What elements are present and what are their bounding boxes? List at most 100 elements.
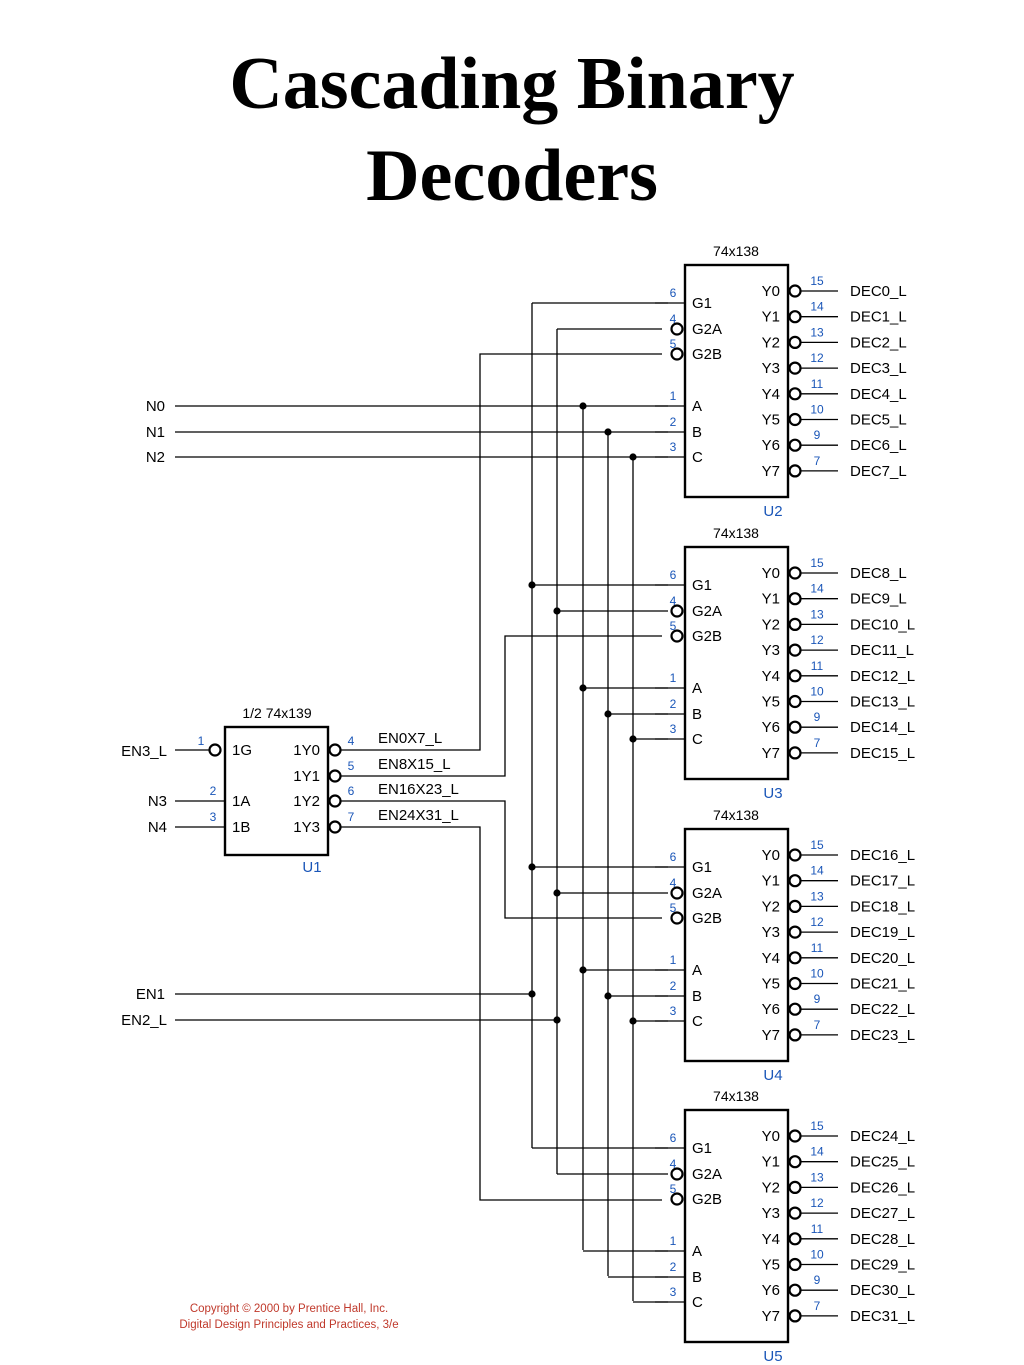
output-pin-number: 7 bbox=[814, 454, 821, 468]
output-bubble bbox=[788, 720, 802, 734]
output-pin-number: 12 bbox=[810, 1196, 824, 1210]
output-pin-number: 15 bbox=[810, 1119, 824, 1133]
pin-number: 1 bbox=[670, 1234, 677, 1248]
output-pin-number: 15 bbox=[810, 274, 824, 288]
output-bubble bbox=[788, 643, 802, 657]
output-bubble bbox=[788, 976, 802, 991]
wire-en0x7 bbox=[341, 353, 662, 751]
output-signal-label: DEC29_L bbox=[850, 1257, 915, 1274]
u1-pin-label: 1G bbox=[232, 742, 252, 759]
output-pin-label: Y6 bbox=[762, 719, 780, 736]
pin-number: 5 bbox=[670, 337, 677, 351]
pin-label: G1 bbox=[692, 295, 712, 312]
output-signal-label: DEC27_L bbox=[850, 1205, 915, 1222]
decoder-u3: 74x138U36G14G2A5G2B1A2B3CY015DEC8_LY114D… bbox=[532, 525, 915, 802]
output-pin-label: Y5 bbox=[762, 412, 780, 429]
input-bubble bbox=[670, 1167, 684, 1181]
output-signal-label: DEC14_L bbox=[850, 719, 915, 736]
decoder-body bbox=[683, 1108, 790, 1344]
output-signal-label: DEC2_L bbox=[850, 334, 907, 351]
input-label-en1: EN1 bbox=[136, 986, 165, 1003]
output-pin-label: Y0 bbox=[762, 1128, 780, 1145]
input-label-n2: N2 bbox=[146, 449, 165, 466]
output-signal-label: DEC1_L bbox=[850, 309, 907, 326]
input-label-n3: N3 bbox=[148, 793, 167, 810]
output-pin-number: 11 bbox=[811, 941, 824, 955]
output-pin-number: 7 bbox=[814, 1299, 821, 1313]
output-pin-label: Y2 bbox=[762, 898, 780, 915]
output-bubble bbox=[788, 1129, 802, 1143]
output-pin-label: Y2 bbox=[762, 1179, 780, 1196]
pin-label: G2B bbox=[692, 346, 722, 363]
output-pin-label: Y5 bbox=[762, 1257, 780, 1274]
u1-output-en0x7: EN0X7_L bbox=[378, 730, 442, 747]
output-pin-label: Y4 bbox=[762, 1231, 780, 1248]
junction-dot bbox=[579, 402, 587, 410]
output-pin-number: 11 bbox=[811, 1222, 824, 1236]
decoder-u2: 74x138U26G14G2A5G2B1A2B3CY015DEC0_LY114D… bbox=[655, 243, 907, 520]
pin-number: 5 bbox=[670, 901, 677, 915]
pin-label: G1 bbox=[692, 859, 712, 876]
output-pin-number: 9 bbox=[814, 1273, 821, 1287]
pin-number: 2 bbox=[670, 1260, 677, 1274]
u1-ref: U1 bbox=[302, 859, 321, 876]
decoder-u4: 74x138U46G14G2A5G2B1A2B3CY015DEC16_LY114… bbox=[532, 807, 915, 1084]
pin-number: 2 bbox=[670, 697, 677, 711]
output-bubble bbox=[788, 617, 802, 632]
output-pin-number: 10 bbox=[810, 403, 824, 417]
output-bubble bbox=[788, 387, 802, 401]
pin-number: 3 bbox=[670, 722, 677, 736]
wire-en16x23 bbox=[341, 800, 662, 919]
output-pin-number: 10 bbox=[810, 967, 824, 981]
output-pin-label: Y6 bbox=[762, 1282, 780, 1299]
pin-label: G1 bbox=[692, 1140, 712, 1157]
decoder-body bbox=[683, 827, 790, 1063]
pin-label: G2B bbox=[692, 910, 722, 927]
output-signal-label: DEC17_L bbox=[850, 873, 915, 890]
output-pin-label: Y0 bbox=[762, 565, 780, 582]
output-bubble bbox=[788, 566, 802, 580]
pin-label: C bbox=[692, 449, 703, 466]
pin-label: A bbox=[692, 680, 702, 697]
junction-dot bbox=[553, 889, 561, 897]
u1-out-label: 1Y3 bbox=[293, 819, 320, 836]
input-label-n4: N4 bbox=[148, 819, 167, 836]
output-pin-label: Y7 bbox=[762, 1308, 780, 1325]
u1-part-number: 1/2 74x139 bbox=[242, 705, 311, 721]
pin-number: 6 bbox=[670, 1131, 677, 1145]
u1-out-label: 1Y1 bbox=[293, 768, 320, 785]
output-signal-label: DEC26_L bbox=[850, 1179, 915, 1196]
page-title: Cascading Binary Decoders bbox=[0, 38, 1024, 222]
decoder-part-number: 74x138 bbox=[713, 243, 759, 259]
output-bubble bbox=[788, 464, 802, 478]
output-pin-label: Y4 bbox=[762, 950, 780, 967]
junction-dot bbox=[579, 966, 587, 974]
output-signal-label: DEC18_L bbox=[850, 898, 915, 915]
output-signal-label: DEC24_L bbox=[850, 1128, 915, 1145]
u1-pin-label: 1B bbox=[232, 819, 250, 836]
junction-dot bbox=[579, 684, 587, 692]
u1-output-en8x15: EN8X15_L bbox=[378, 756, 451, 773]
output-bubble bbox=[788, 746, 802, 760]
junction-dot bbox=[629, 1017, 637, 1025]
output-pin-number: 14 bbox=[810, 864, 824, 878]
pin-number: 6 bbox=[670, 568, 677, 582]
pin-number: 4 bbox=[670, 594, 677, 608]
output-pin-number: 12 bbox=[810, 915, 824, 929]
output-bubble bbox=[788, 848, 802, 862]
output-pin-number: 13 bbox=[810, 889, 824, 903]
pin-label: G2A bbox=[692, 321, 722, 338]
output-signal-label: DEC20_L bbox=[850, 950, 915, 967]
pin-number: 6 bbox=[670, 286, 677, 300]
pin-number: 2 bbox=[670, 415, 677, 429]
output-signal-label: DEC6_L bbox=[850, 437, 907, 454]
output-pin-label: Y1 bbox=[762, 309, 780, 326]
u1-pin-label: 1A bbox=[232, 793, 250, 810]
input-label-n1: N1 bbox=[146, 424, 165, 441]
wiring bbox=[175, 302, 668, 1301]
output-pin-number: 9 bbox=[814, 710, 821, 724]
output-pin-label: Y3 bbox=[762, 360, 780, 377]
wire-en24x31 bbox=[341, 826, 662, 1201]
output-pin-label: Y4 bbox=[762, 386, 780, 403]
output-bubble bbox=[788, 1232, 802, 1246]
